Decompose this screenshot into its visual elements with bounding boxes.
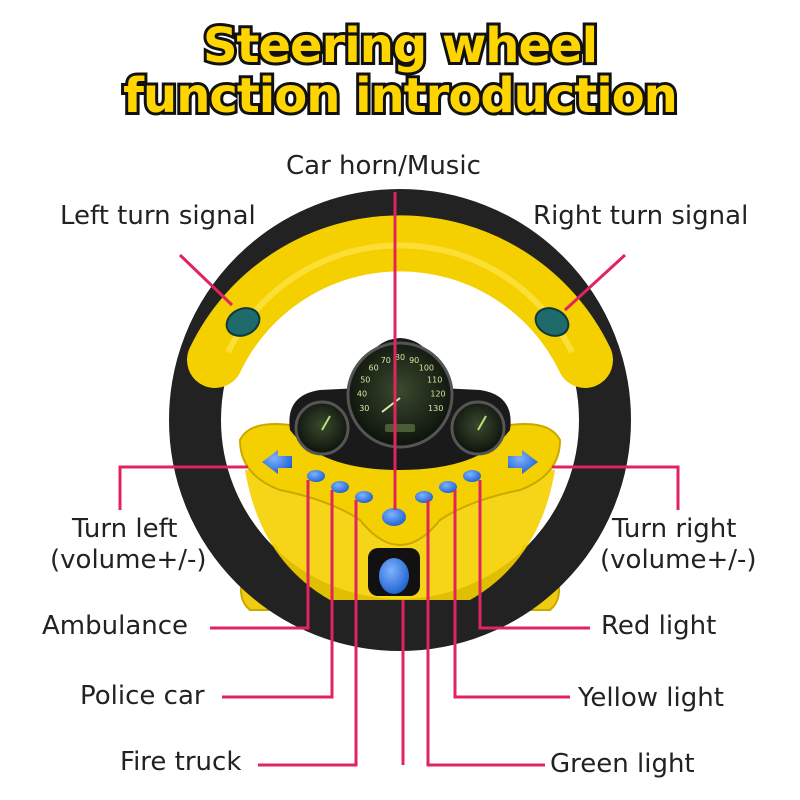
leader-lines (118, 192, 680, 767)
dial-number: 60 (369, 364, 379, 373)
label-police-car: Police car (80, 681, 205, 711)
label-turn-right-volume: (volume+/-) (600, 545, 757, 575)
red-light-button (463, 470, 481, 482)
dial-number: 80 (395, 353, 405, 362)
dial-number: 40 (357, 390, 367, 399)
police-car-button (331, 481, 349, 493)
dial-number: 120 (430, 390, 445, 399)
wheel-ring (169, 189, 631, 651)
label-green-light: Green light (550, 749, 695, 779)
left-turn-signal-light (225, 307, 261, 337)
dial-number: 50 (360, 376, 370, 385)
title-line-2: function introduction (120, 68, 681, 124)
dial-number: 30 (359, 404, 369, 413)
fire-truck-button (355, 491, 373, 503)
label-right-turn-signal: Right turn signal (533, 201, 749, 231)
label-fire-truck: Fire truck (120, 747, 242, 777)
turn-left-button (262, 450, 292, 474)
horn-button (382, 508, 406, 526)
dial-number: 110 (427, 376, 442, 385)
label-red-light: Red light (601, 611, 717, 641)
dial-number: 90 (409, 356, 419, 365)
dial-number: 70 (381, 356, 391, 365)
speedometer-dial (346, 341, 454, 449)
green-light-button (415, 491, 433, 503)
label-yellow-light: Yellow light (578, 683, 724, 713)
label-turn-left-volume: (volume+/-) (50, 545, 207, 575)
label-left-turn-signal: Left turn signal (60, 201, 256, 231)
yellow-light-button (439, 481, 457, 493)
label-ambulance: Ambulance (42, 611, 189, 641)
right-turn-signal-light (534, 307, 570, 337)
ambulance-button (307, 470, 325, 482)
label-turn-right: Turn right (612, 514, 737, 544)
label-turn-left: Turn left (72, 514, 178, 544)
speedometer-needle (381, 397, 401, 413)
turn-right-button (508, 450, 538, 474)
label-car-horn: Car horn/Music (286, 151, 481, 181)
title-line-1: Steering wheel (200, 18, 601, 74)
dial-number: 100 (419, 364, 434, 373)
shifter-knob (379, 558, 409, 594)
dial-number: 130 (428, 404, 443, 413)
